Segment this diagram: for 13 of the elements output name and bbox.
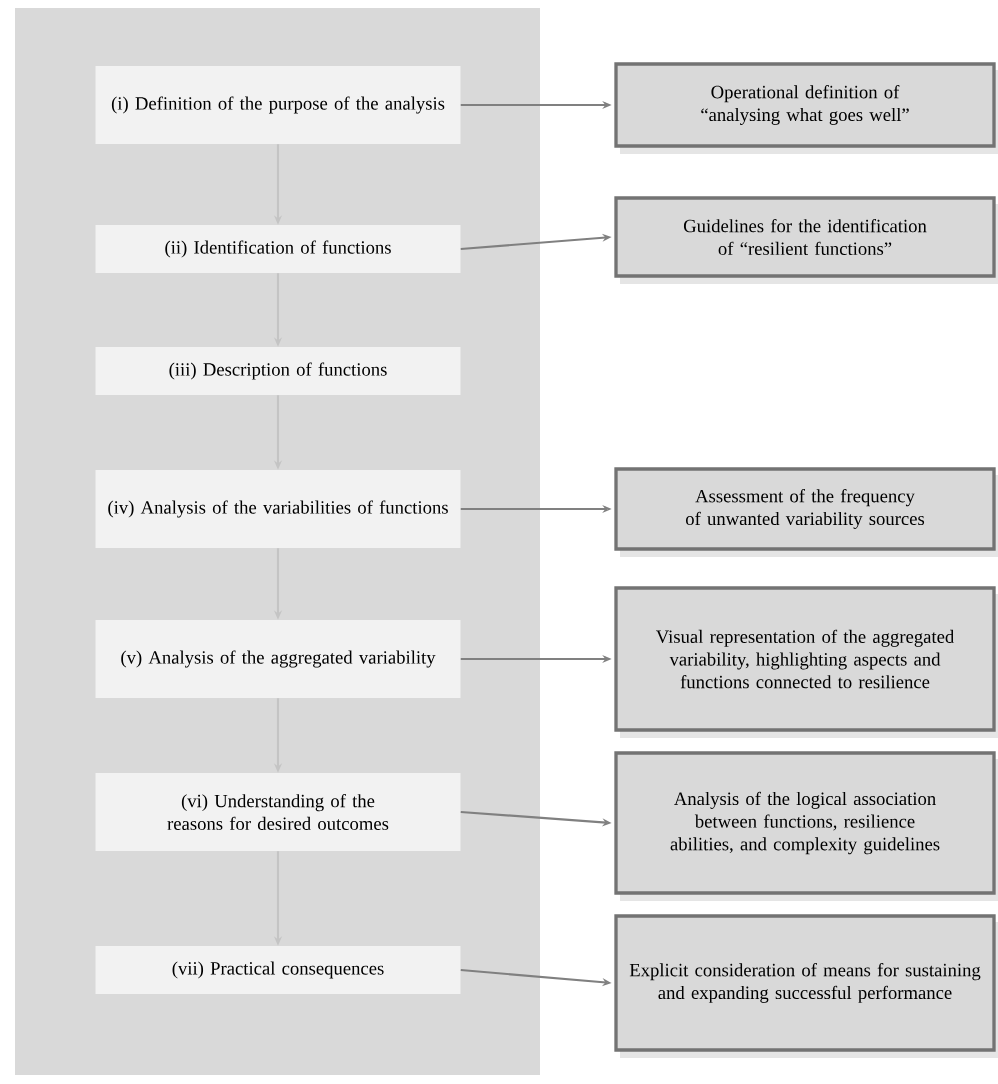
- step-box: (v) Analysis of the aggregated variability: [95, 620, 461, 698]
- step-box: (ii) Identification of functions: [95, 225, 461, 273]
- step-box: (vii) Practical consequences: [95, 946, 461, 994]
- step-box: (i) Definition of the purpose of the analysis: [95, 66, 461, 144]
- step-box: (iii) Description of functions: [95, 347, 461, 395]
- output-box: Analysis of the logical association between functions, resilience abilities, and complexity guidelines: [614, 751, 996, 895]
- output-box: Visual representation of the aggregated variability, highlighting aspects and functions connected to resilience: [614, 586, 996, 732]
- step-box: (vi) Understanding of the reasons for desired outcomes: [95, 773, 461, 851]
- step-box: (iv) Analysis of the variabilities of functions: [95, 470, 461, 548]
- output-box: Assessment of the frequency of unwanted variability sources: [614, 467, 996, 551]
- output-box: Operational definition of “analysing what goes well”: [614, 62, 996, 148]
- output-box: Guidelines for the identification of “resilient functions”: [614, 196, 996, 278]
- output-box: Explicit consideration of means for sustaining and expanding successful performance: [614, 914, 996, 1052]
